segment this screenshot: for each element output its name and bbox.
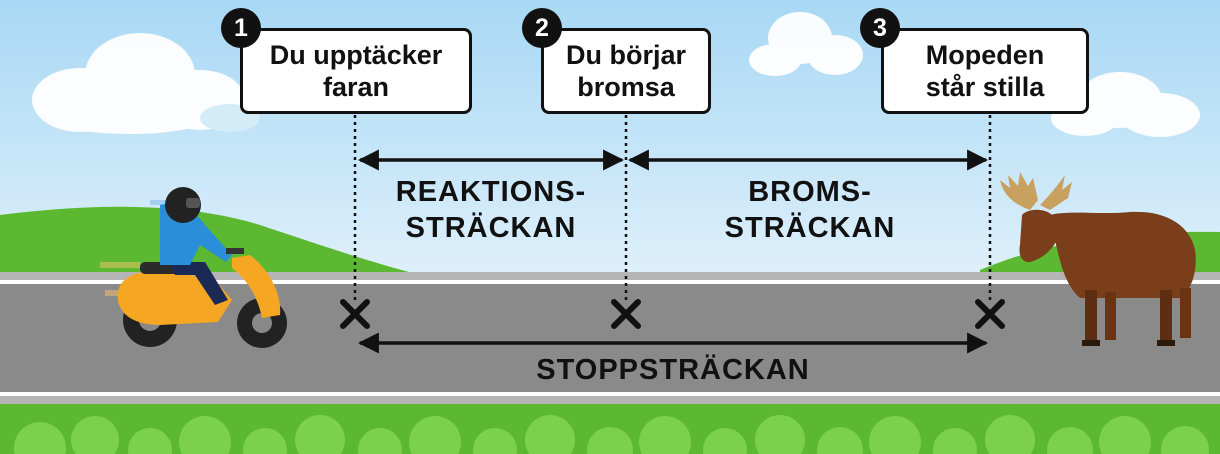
road-edge-bottom: [0, 396, 1220, 404]
x-mark-2: [611, 299, 641, 329]
braking-distance-label: BROMS- STRÄCKAN: [724, 176, 896, 244]
step-2-number: 2: [522, 8, 562, 48]
step-1-callout: Du upptäcker faran: [240, 28, 472, 114]
road-edge-top: [0, 272, 1220, 280]
moped-rider: [100, 187, 287, 348]
cloud-left: [32, 33, 260, 134]
road-line-top: [0, 280, 1220, 284]
x-mark-3: [975, 299, 1005, 329]
step-2-callout: Du börjar bromsa: [541, 28, 711, 114]
cloud-middle: [749, 12, 863, 76]
stopping-distance-label: STOPPSTRÄCKAN: [536, 354, 810, 386]
x-mark-1: [340, 299, 370, 329]
bushes: [14, 415, 1209, 454]
moose: [1000, 172, 1196, 346]
step-1-number: 1: [221, 8, 261, 48]
road-line-bottom: [0, 392, 1220, 396]
step-3-number: 3: [860, 8, 900, 48]
step-3-callout: Mopeden står stilla: [881, 28, 1089, 114]
reaction-distance-label: REAKTIONS- STRÄCKAN: [395, 176, 587, 244]
